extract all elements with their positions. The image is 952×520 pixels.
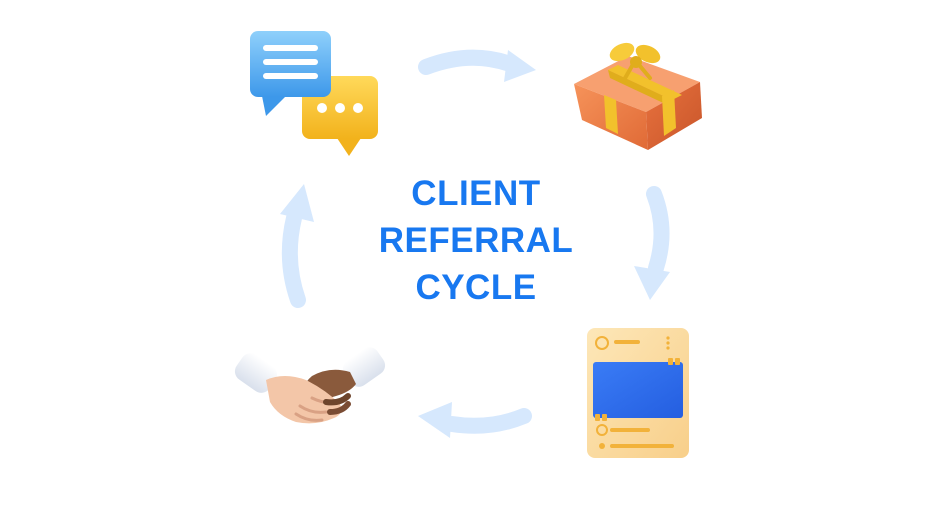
arrow-right [646,186,670,276]
diagram-title: CLIENT REFERRAL CYCLE [326,170,626,311]
arrow-bottom-head [418,402,452,438]
arrow-bottom [444,408,532,434]
title-line-1: CLIENT [411,174,541,213]
arrow-left-head [280,184,314,222]
title-line-3: CYCLE [415,268,537,307]
title-line-2: REFERRAL [378,221,574,260]
arrow-top-head [504,50,536,82]
review-card-icon [587,328,689,458]
arrow-top [418,49,518,75]
chat-bubbles-icon [250,31,378,156]
arrow-right-head [634,266,670,300]
handshake-icon [234,347,386,424]
gift-box-icon [574,42,702,150]
arrow-left [281,210,306,308]
